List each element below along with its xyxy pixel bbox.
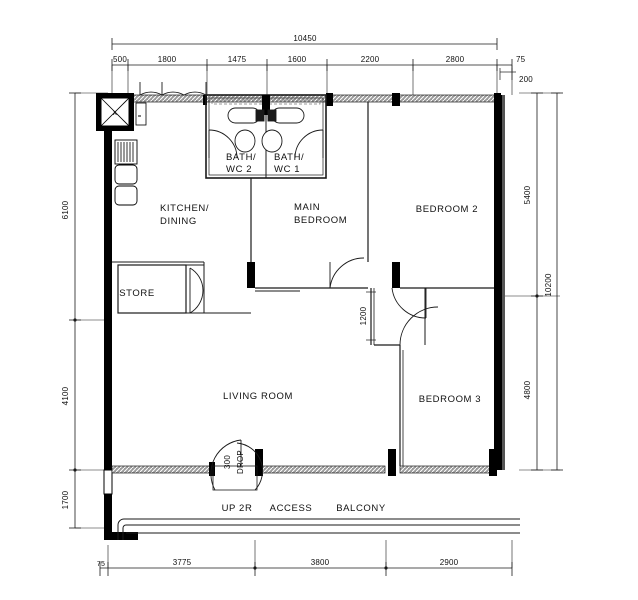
right-exterior-wall xyxy=(494,95,505,470)
dim-left-3: 1700 xyxy=(61,490,70,509)
label-store: STORE xyxy=(119,288,155,299)
dim-bottom-4: 2900 xyxy=(440,558,459,567)
left-dimension-group xyxy=(69,92,112,529)
dim-left-2: 4100 xyxy=(61,386,70,405)
label-drop-word: DROP xyxy=(236,450,245,474)
dim-right-overall: 10200 xyxy=(544,273,553,297)
bedroom2-door-swing xyxy=(391,287,427,319)
service-shaft: x xyxy=(96,93,134,131)
label-bath-wc-2-line2: WC 2 xyxy=(226,164,252,175)
dim-left-1: 6100 xyxy=(61,200,70,219)
label-bedroom-2: BEDROOM 2 xyxy=(416,204,478,215)
entry-door-swing xyxy=(210,439,263,491)
label-main-bedroom-line2: BEDROOM xyxy=(294,215,347,226)
label-bath-wc-2-line1: BATH/ xyxy=(226,152,256,163)
bathroom-fixtures xyxy=(227,107,305,153)
dim-top-overall: 10450 xyxy=(293,34,317,43)
top-exterior-wall xyxy=(127,94,501,103)
dim-bottom-1: 75 xyxy=(97,561,105,568)
dim-bottom-2: 3775 xyxy=(173,558,192,567)
label-up-2r: UP 2R xyxy=(222,503,253,514)
bottom-dimension-group xyxy=(99,540,513,576)
dim-top-3: 1475 xyxy=(228,55,247,64)
label-bedroom-3: BEDROOM 3 xyxy=(419,394,481,405)
dim-top-offset: 200 xyxy=(519,75,533,84)
svg-text:x: x xyxy=(113,108,117,117)
dim-top-6: 2800 xyxy=(446,55,465,64)
left-exterior-wall xyxy=(103,118,138,540)
bedroom3-door-swing xyxy=(399,306,439,360)
bathroom-block xyxy=(205,94,327,179)
label-drop-value: 300 xyxy=(223,455,232,469)
top-dimension-group xyxy=(111,38,516,95)
label-access: ACCESS xyxy=(270,503,313,514)
kitchen-appliance xyxy=(135,102,147,126)
kitchen-window-swings xyxy=(139,82,207,105)
label-living-room: LIVING ROOM xyxy=(223,391,293,402)
label-kitchen-dining-line1: KITCHEN/ xyxy=(160,203,209,214)
store-door-swing xyxy=(189,267,204,314)
dim-top-2: 1800 xyxy=(158,55,177,64)
dim-corridor-1200: 1200 xyxy=(359,306,368,325)
right-dimension-group xyxy=(500,92,563,471)
label-main-bedroom-line1: MAIN xyxy=(294,202,320,213)
bathroom-door-swings xyxy=(208,129,324,159)
balcony-railing xyxy=(117,518,520,540)
dim-top-5: 2200 xyxy=(361,55,380,64)
main-bedroom-door-swing xyxy=(329,257,365,289)
dim-bottom-3: 3800 xyxy=(311,558,330,567)
bottom-wall xyxy=(111,449,497,476)
label-balcony: BALCONY xyxy=(336,503,386,514)
label-bath-wc-1-line2: WC 1 xyxy=(274,164,300,175)
dim-right-1: 5400 xyxy=(523,185,532,204)
kitchen-fixtures xyxy=(114,139,138,206)
label-kitchen-dining-line2: DINING xyxy=(160,216,197,227)
dim-top-7: 75 xyxy=(516,55,526,64)
dim-top-4: 1600 xyxy=(288,55,307,64)
label-bath-wc-1-line1: BATH/ xyxy=(274,152,304,163)
dim-right-2: 4800 xyxy=(523,380,532,399)
dim-top-1: 500 xyxy=(113,55,127,64)
corridor-dimension xyxy=(366,291,376,341)
